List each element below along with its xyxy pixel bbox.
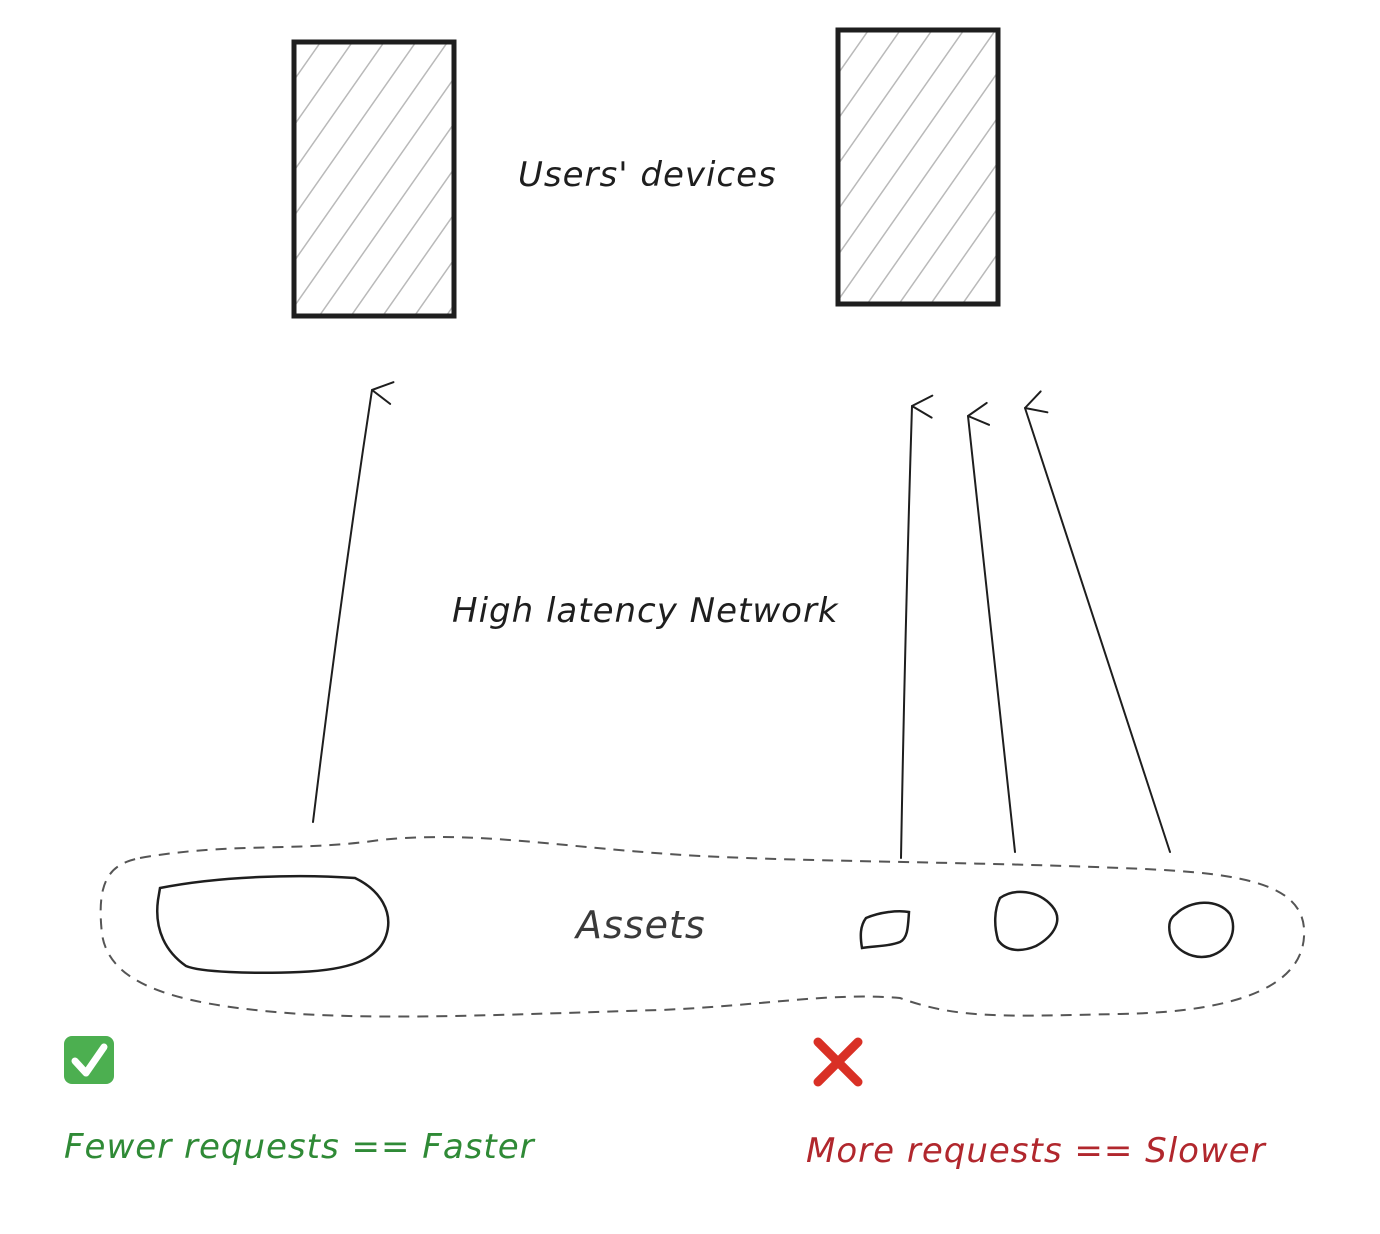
bundled-asset-blob — [155, 874, 390, 974]
bad-caption: More requests == Slower — [806, 1131, 1267, 1171]
small-asset-3 — [1168, 901, 1235, 959]
request-arrows — [312, 381, 1171, 859]
cross-mark-icon — [813, 1037, 863, 1087]
good-caption: Fewer requests == Faster — [64, 1127, 536, 1167]
arrow-request-2 — [967, 401, 1016, 853]
small-asset-2 — [994, 890, 1059, 952]
network-label: High latency Network — [452, 591, 839, 631]
arrow-single-request — [312, 381, 395, 823]
device-right — [835, 27, 1001, 307]
device-left — [291, 39, 457, 319]
assets-label: Assets — [573, 903, 706, 947]
devices-label: Users' devices — [518, 155, 777, 195]
check-mark-icon — [64, 1036, 114, 1084]
arrow-request-3 — [1024, 390, 1171, 853]
arrow-request-1 — [900, 394, 934, 859]
assets-container — [99, 836, 1306, 1018]
small-asset-1 — [859, 910, 911, 950]
